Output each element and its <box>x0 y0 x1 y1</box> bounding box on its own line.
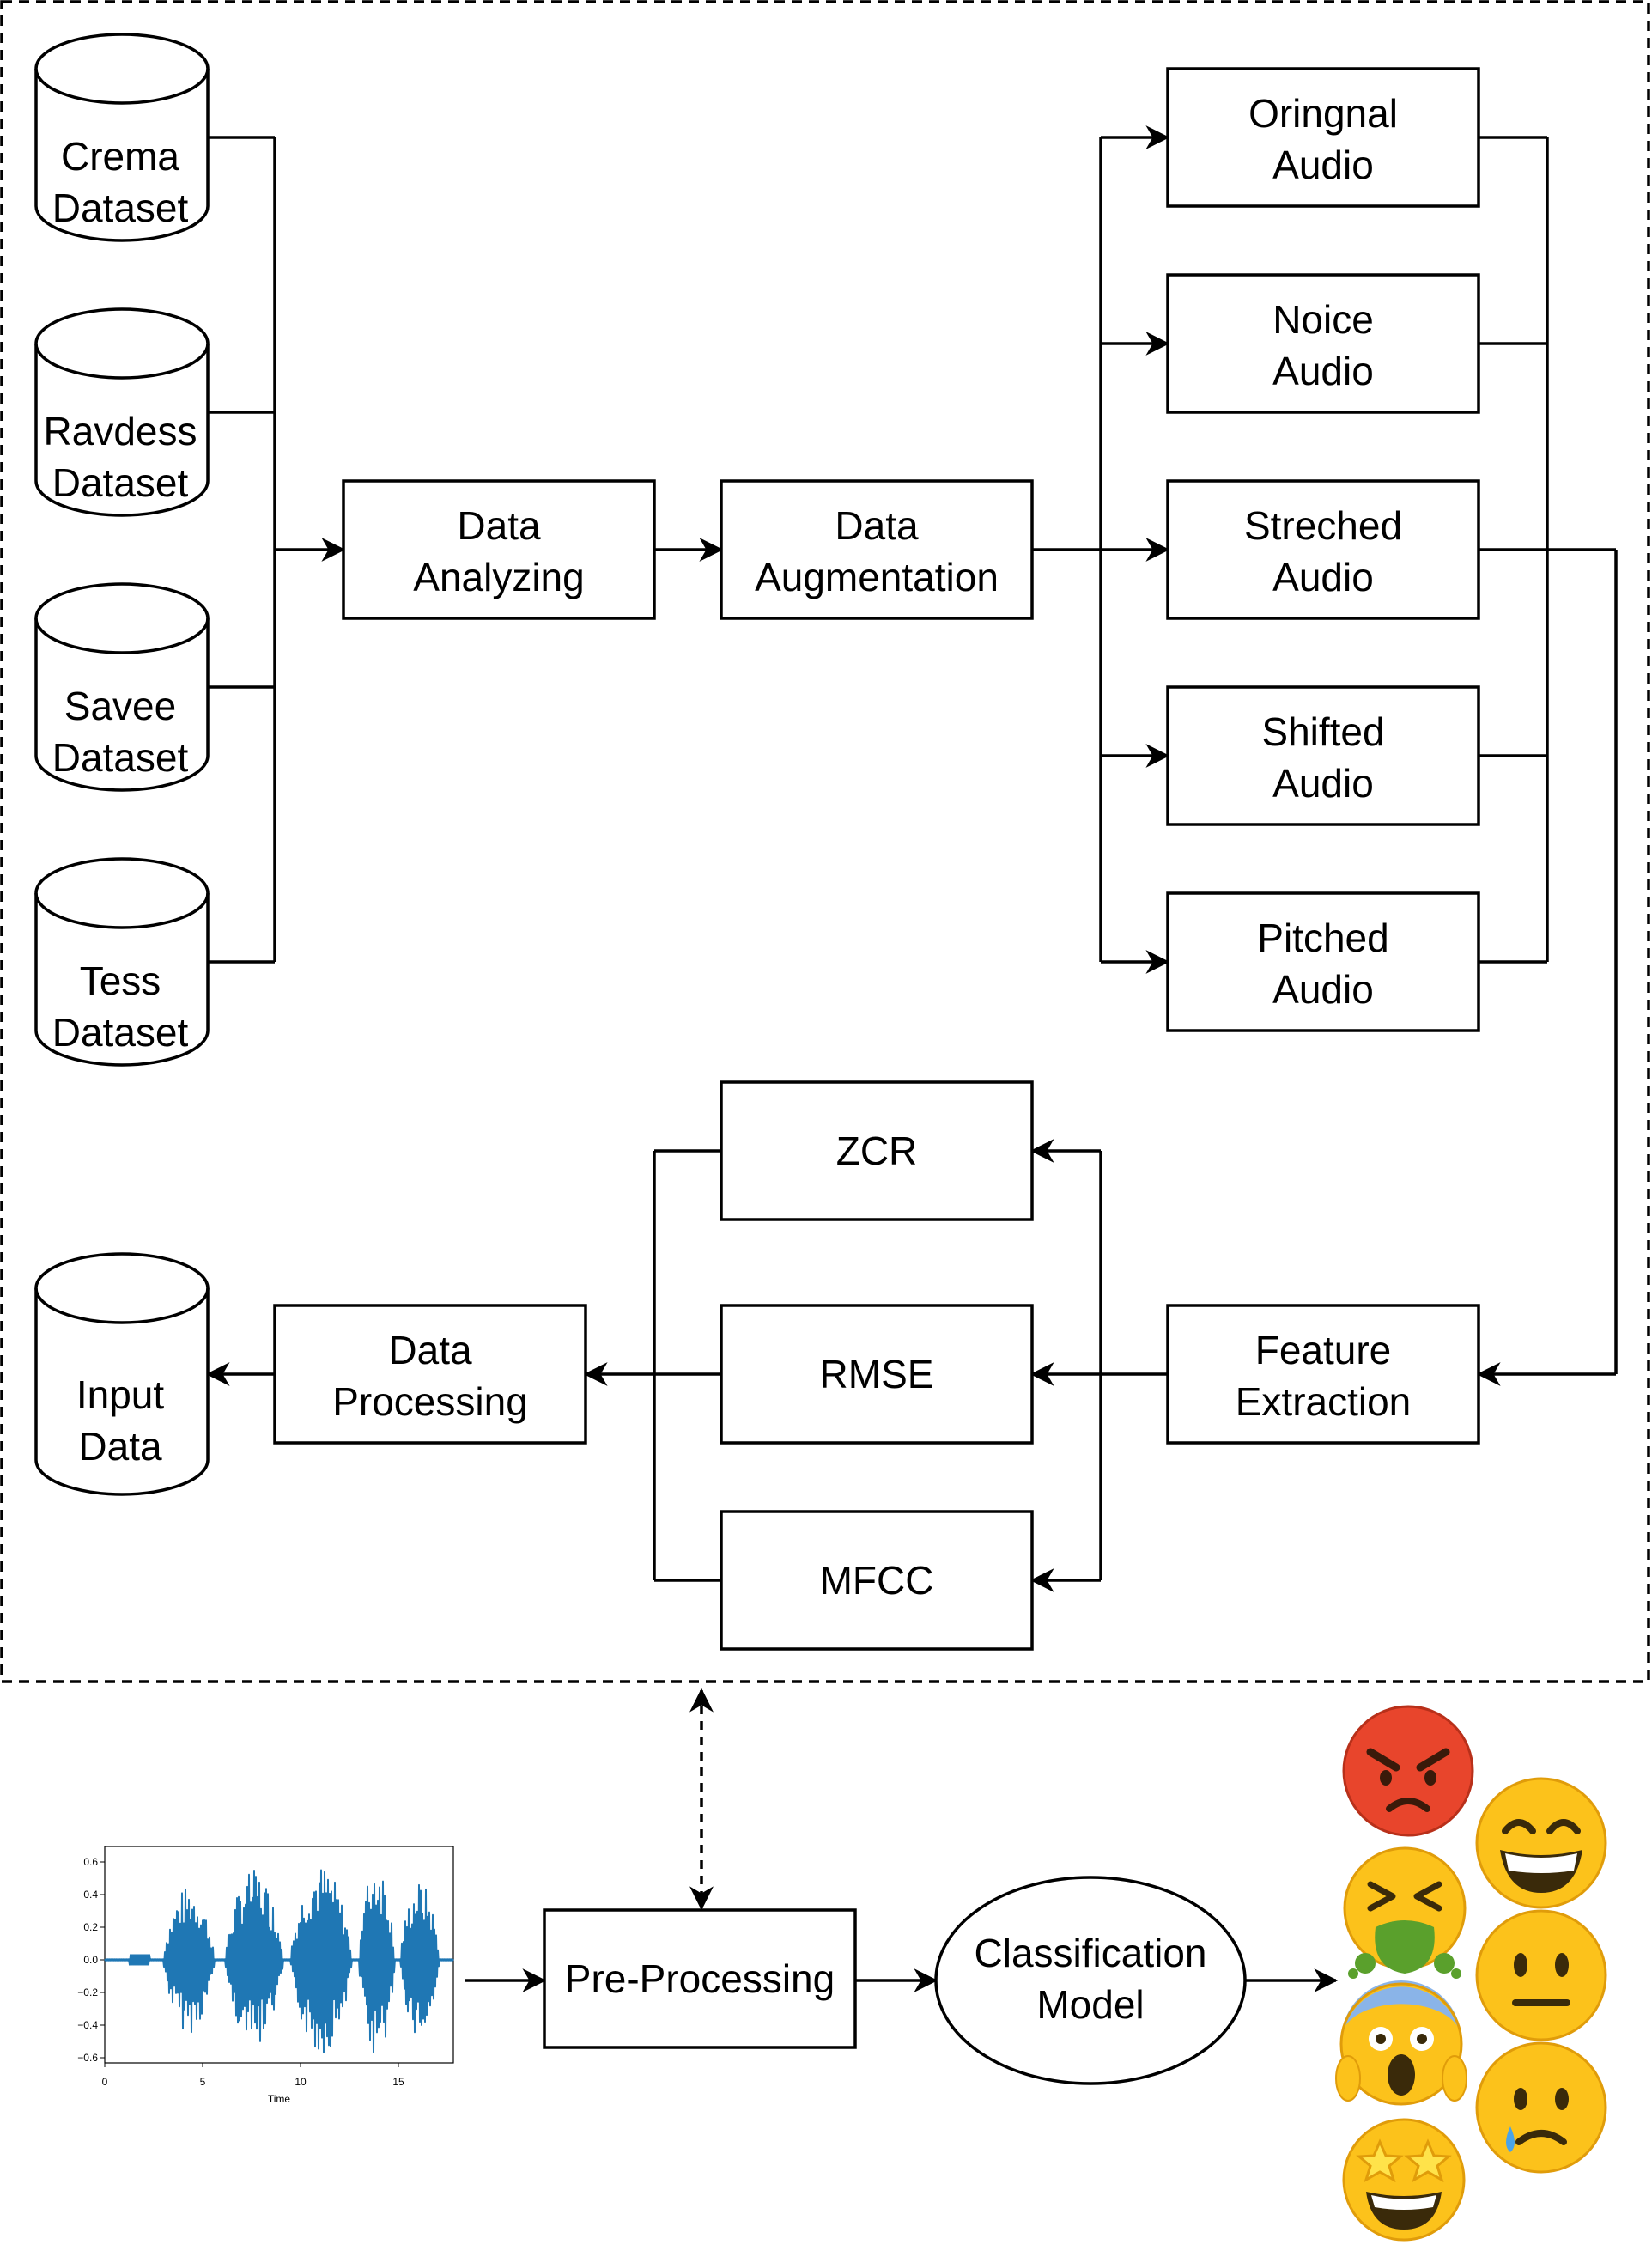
data-processing-box: Data Processing <box>273 1304 587 1445</box>
preprocessing-box: Pre-Processing <box>543 1908 857 2049</box>
dataset-savee-line1: Savee <box>64 684 176 728</box>
classification-model: Classification Model <box>934 1876 1247 2085</box>
input-data-line1: Input <box>76 1372 165 1417</box>
waveform-y-tick-6: −0.6 <box>77 2052 98 2064</box>
augmentation-connectors <box>1032 125 1170 974</box>
zcr-label: ZCR <box>836 1128 918 1173</box>
data-processing-line1: Data <box>388 1328 472 1372</box>
input-data-cylinder: Input Data <box>34 1252 210 1496</box>
dataset-crema-line1: Crema <box>61 134 179 179</box>
audio-shifted-line2: Audio <box>1272 761 1374 806</box>
data-augmentation-line2: Augmentation <box>755 555 999 599</box>
disgust-emoji <box>1343 1846 1467 1979</box>
preprocessing-label: Pre-Processing <box>565 1956 835 2001</box>
dataset-tess: Tess Dataset <box>34 857 210 1067</box>
audio-noise-line2: Audio <box>1272 349 1374 393</box>
surprise-emoji <box>1342 2118 1466 2242</box>
audio-shifted-line1: Shifted <box>1261 709 1384 754</box>
input-data-line2: Data <box>78 1424 162 1469</box>
waveform-x-tick-1: 5 <box>200 2076 206 2088</box>
audio-shifted-box: Shifted Audio <box>1166 685 1480 826</box>
waveform-x-tick-2: 10 <box>295 2076 307 2088</box>
audio-stretched-line1: Streched <box>1244 503 1402 548</box>
audio-original-line2: Audio <box>1272 143 1374 187</box>
audio-pitched-line2: Audio <box>1272 967 1374 1012</box>
audio-original-line1: Oringnal <box>1248 91 1398 136</box>
waveform-signal <box>104 1869 454 2053</box>
dataset-tess-line2: Dataset <box>52 1010 189 1055</box>
mfcc-box: MFCC <box>720 1510 1034 1651</box>
audio-pitched-box: Pitched Audio <box>1166 891 1480 1032</box>
fear-emoji <box>1335 1980 1467 2106</box>
data-augmentation-box: Data Augmentation <box>720 479 1034 620</box>
rmse-box: RMSE <box>720 1304 1034 1445</box>
dataset-crema: Crema Dataset <box>34 33 210 242</box>
waveform-y-tick-3: 0.0 <box>83 1954 98 1966</box>
waveform-y-tick-2: 0.2 <box>83 1921 98 1933</box>
data-augmentation-line1: Data <box>835 503 919 548</box>
happy-emoji <box>1475 1777 1607 1909</box>
audio-noise-line1: Noice <box>1272 297 1374 342</box>
pipeline-boundary <box>0 0 1650 1683</box>
rmse-label: RMSE <box>820 1352 934 1396</box>
audio-stretched-line2: Audio <box>1272 555 1374 599</box>
waveform-axis-ticks <box>100 1861 399 2067</box>
waveform-y-tick-1: 0.4 <box>83 1889 98 1901</box>
dataset-tess-line1: Tess <box>80 958 161 1003</box>
waveform-y-tick-0: 0.6 <box>83 1856 98 1868</box>
audio-stretched-box: Streched Audio <box>1166 479 1480 620</box>
neutral-emoji <box>1475 1909 1607 2041</box>
dataset-ravdess: Ravdess Dataset <box>34 307 210 517</box>
feature-merge-connectors <box>583 1149 721 1582</box>
waveform-y-tick-4: −0.2 <box>77 1986 98 1998</box>
feature-connectors <box>1029 1139 1168 1592</box>
dataset-savee-line2: Dataset <box>52 735 189 780</box>
waveform-x-label: Time <box>268 2093 291 2105</box>
dataset-savee: Savee Dataset <box>34 582 210 792</box>
feature-extraction-line1: Feature <box>1255 1328 1392 1372</box>
dataset-ravdess-line1: Ravdess <box>44 409 197 453</box>
dataset-crema-line2: Dataset <box>52 186 189 230</box>
feature-extraction-line2: Extraction <box>1236 1379 1412 1424</box>
audio-merge-connectors <box>1476 136 1618 1386</box>
classification-line2: Model <box>1036 1982 1144 2027</box>
waveform-x-tick-3: 15 <box>392 2076 404 2088</box>
waveform-y-tick-5: −0.4 <box>77 2019 98 2031</box>
mfcc-label: MFCC <box>820 1558 934 1603</box>
zcr-box: ZCR <box>720 1080 1034 1221</box>
sad-emoji <box>1475 2041 1607 2174</box>
audio-noise-box: Noice Audio <box>1166 273 1480 414</box>
audio-pitched-line1: Pitched <box>1257 916 1388 960</box>
angry-emoji <box>1342 1705 1474 1837</box>
dataset-connectors <box>208 136 346 964</box>
data-analyzing-box: Data Analyzing <box>342 479 656 620</box>
data-analyzing-line2: Analyzing <box>413 555 584 599</box>
dataset-ravdess-line2: Dataset <box>52 460 189 505</box>
waveform-x-tick-0: 0 <box>102 2076 108 2088</box>
classification-line1: Classification <box>975 1931 1207 1975</box>
data-processing-line2: Processing <box>332 1379 528 1424</box>
audio-original-box: Oringnal Audio <box>1166 67 1480 208</box>
data-analyzing-line1: Data <box>457 503 541 548</box>
waveform-plot: 0.6 0.4 0.2 0.0 −0.2 −0.4 −0.6 0 5 10 15… <box>77 1846 454 2105</box>
feature-extraction-box: Feature Extraction <box>1166 1304 1480 1445</box>
